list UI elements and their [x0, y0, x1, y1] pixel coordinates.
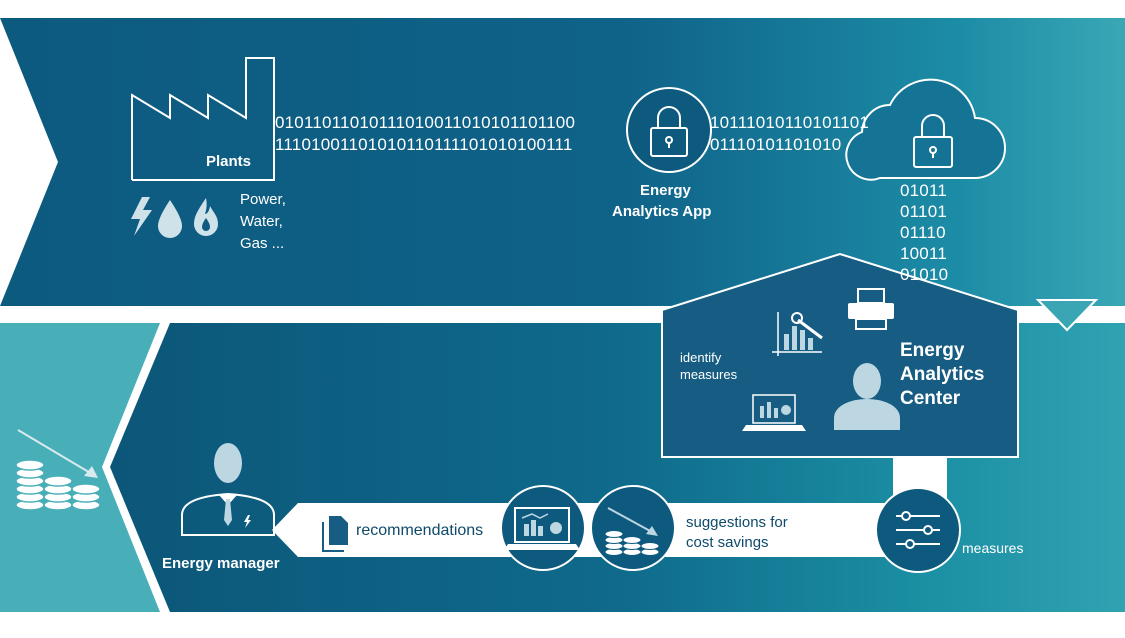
- cloud-binary-3: 01110: [900, 223, 946, 242]
- app-lock-circle: [626, 87, 712, 173]
- resource-gas: Gas ...: [240, 235, 285, 252]
- factory-icon: [131, 57, 275, 181]
- center-title-line3: Center: [900, 388, 961, 409]
- resource-water: Water,: [240, 213, 283, 230]
- energy-manager-icon: [181, 443, 275, 536]
- binary-row2-left: 11101001101010110111101010100111: [275, 135, 573, 154]
- analyst-person-icon: [834, 363, 900, 430]
- cloud-binary-2: 01101: [900, 202, 948, 221]
- down-arrow: [1035, 299, 1099, 332]
- chart-wrench-icon: [772, 312, 823, 356]
- cloud-icon: [845, 78, 1006, 181]
- top-band: [0, 18, 1125, 306]
- app-label-line2: Analytics App: [612, 203, 712, 220]
- coin-stacks-icon: [15, 429, 101, 511]
- dashboard-laptop-icon: [504, 507, 580, 550]
- plants-label: Plants: [206, 153, 252, 170]
- cloud-binary-4: 10011: [900, 244, 948, 263]
- power-icon: [131, 197, 152, 236]
- analytics-center-house: [661, 252, 1019, 458]
- binary-row2-right: 01110101101010: [710, 135, 842, 154]
- resource-power: Power,: [240, 191, 286, 208]
- app-label-line1: Energy: [640, 182, 691, 199]
- center-title-line2: Analytics: [900, 364, 985, 385]
- center-title-line1: Energy: [900, 340, 965, 361]
- printer-icon: [848, 288, 894, 330]
- identify-line2: measures: [680, 367, 738, 382]
- flame-icon: [194, 198, 218, 236]
- cloud-lock-icon: [913, 114, 953, 168]
- document-icon: [322, 516, 348, 552]
- cloud-binary-5: 01010: [900, 265, 949, 284]
- flow-bar-arrowhead: [272, 503, 298, 557]
- recommendations-label: recommendations: [356, 522, 484, 539]
- binary-row1-left: 01011011010111010011010101101100: [275, 113, 576, 132]
- water-icon: [158, 200, 182, 238]
- savings-circle: [590, 485, 676, 571]
- energy-manager-label: Energy manager: [162, 555, 280, 572]
- suggestions-line1: suggestions for: [686, 514, 788, 531]
- measures-label: measures: [962, 540, 1024, 556]
- laptop-chart-icon: [742, 394, 806, 431]
- savings-coins-icon: [604, 507, 660, 556]
- suggestions-line2: cost savings: [686, 534, 769, 551]
- sliders-icon: [896, 511, 940, 549]
- binary-row1-right: 10111010110101101: [710, 113, 870, 132]
- app-lock-icon: [650, 106, 688, 157]
- cloud-binary-1: 01011: [900, 181, 948, 200]
- identify-line1: identify: [680, 350, 722, 365]
